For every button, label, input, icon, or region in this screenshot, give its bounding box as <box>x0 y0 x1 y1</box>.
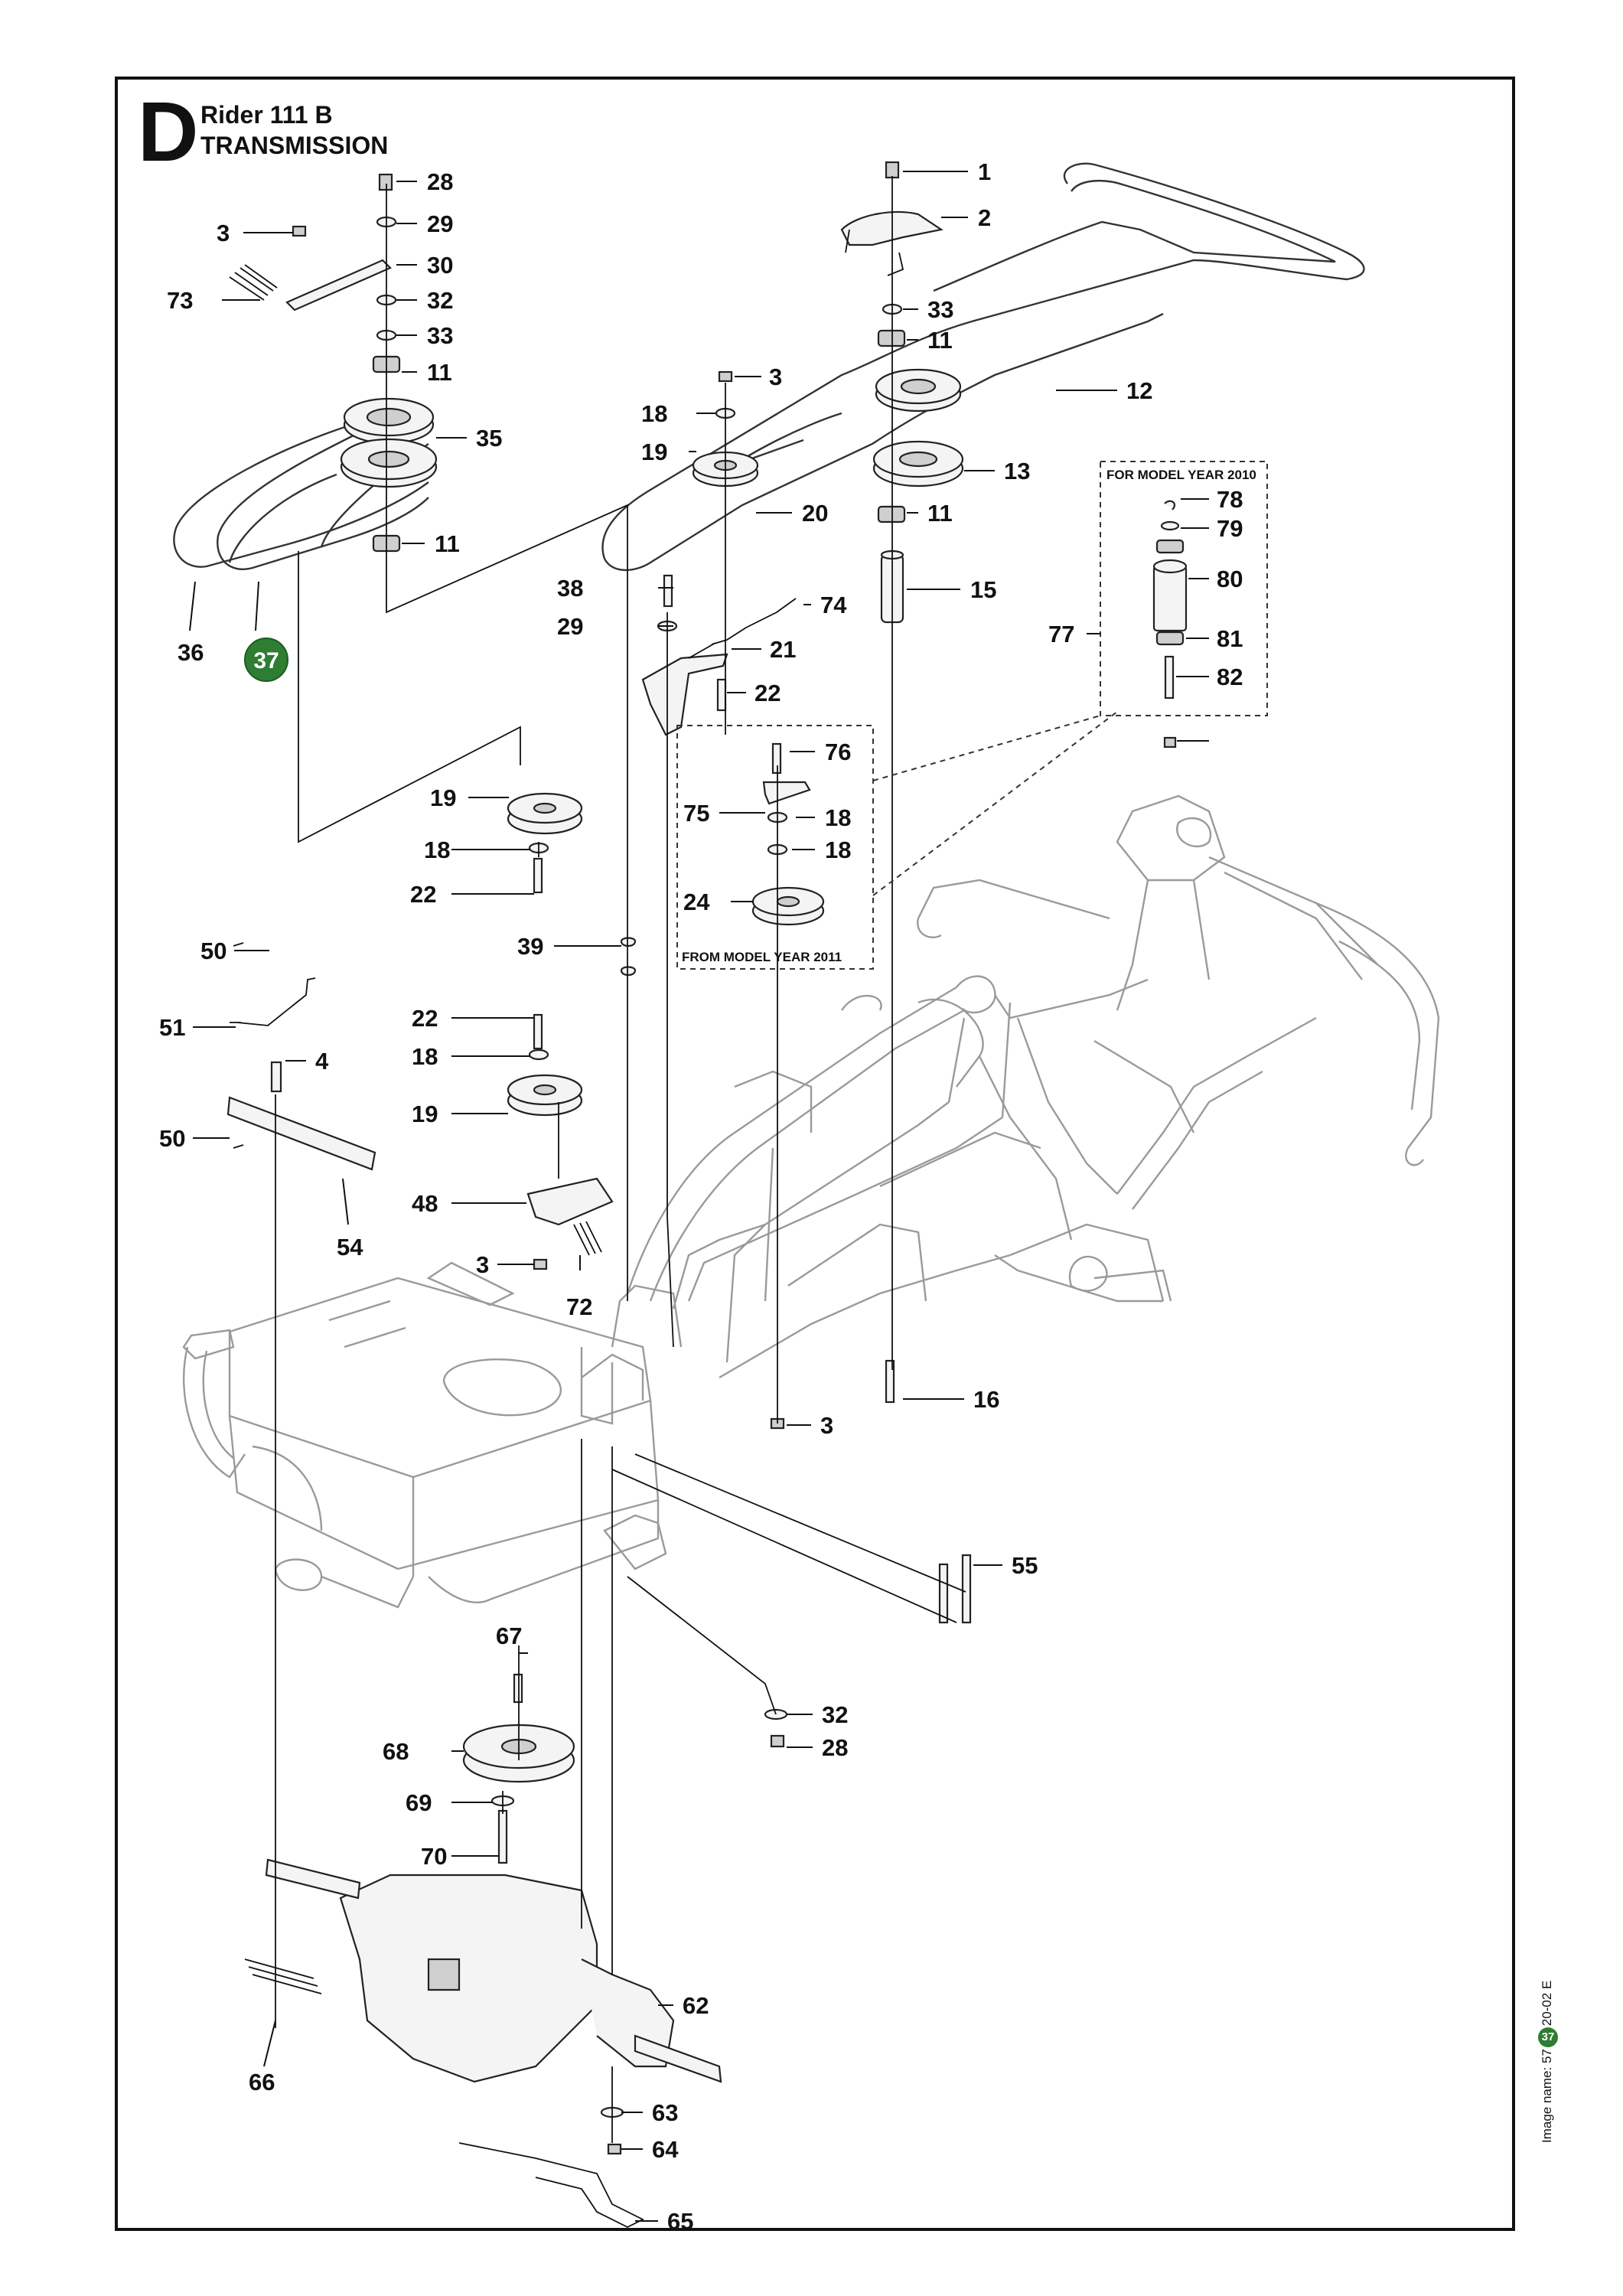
callout-73: 74 <box>820 592 847 618</box>
callout-28: 28 <box>427 168 453 195</box>
callout-65: 65 <box>667 2208 693 2235</box>
callout-19: 19 <box>412 1101 438 1127</box>
brackets-and-rods <box>227 210 943 2229</box>
callout-78: 79 <box>1217 515 1243 542</box>
section-letter: D <box>138 85 199 179</box>
callout-72: 73 <box>167 287 193 314</box>
callout-67: 67 <box>496 1623 522 1649</box>
callout-37: 37 <box>253 648 279 673</box>
callout-15: 15 <box>970 576 996 603</box>
callout-24: 24 <box>683 889 710 915</box>
callout-77: 78 <box>1217 486 1243 513</box>
callout-30: 30 <box>427 252 453 279</box>
callout-51: 51 <box>159 1014 185 1041</box>
callout-29: 29 <box>557 613 583 640</box>
callout-20: 20 <box>802 500 828 527</box>
callout-68: 68 <box>383 1738 409 1765</box>
callout-12: 12 <box>1126 377 1152 404</box>
callout-11: 11 <box>927 327 953 354</box>
chassis-frame <box>182 794 1440 1609</box>
callout-22: 22 <box>410 881 436 908</box>
leader-lines <box>189 171 1209 2222</box>
callout-50: 50 <box>200 938 227 964</box>
page-frame <box>115 77 1515 2231</box>
callout-19: 19 <box>641 439 667 465</box>
callout-22: 22 <box>754 680 781 706</box>
callout-16: 16 <box>973 1386 999 1413</box>
callout-48: 48 <box>412 1190 438 1217</box>
callout-50: 50 <box>159 1125 185 1152</box>
callout-33: 33 <box>927 296 953 323</box>
callout-21: 21 <box>770 636 796 663</box>
center-lines <box>275 176 966 2143</box>
callout-18: 18 <box>825 837 851 863</box>
callout-18: 18 <box>412 1043 438 1070</box>
callout-75: 76 <box>825 739 851 765</box>
callout-13: 13 <box>1004 458 1030 484</box>
callout-11: 11 <box>435 530 460 557</box>
callout-3: 3 <box>217 220 230 246</box>
callout-3: 3 <box>820 1412 833 1439</box>
callout-19: 19 <box>430 784 456 811</box>
callout-55: 55 <box>1012 1552 1038 1579</box>
callout-54: 54 <box>337 1234 363 1261</box>
callout-29: 29 <box>427 210 453 237</box>
callout-3: 3 <box>769 364 782 390</box>
model-title: Rider 111 B <box>200 101 333 129</box>
callout-74: 75 <box>683 800 709 827</box>
callout-70: 70 <box>421 1843 447 1870</box>
callout-79: 80 <box>1217 566 1243 592</box>
callout-18: 18 <box>641 400 667 427</box>
model-year-boxes: FOR MODEL YEAR 2010 FROM MODEL YEAR 2011 <box>676 461 1268 970</box>
callout-62: 62 <box>683 1992 709 2019</box>
pulleys <box>340 368 964 1936</box>
callout-3: 3 <box>476 1251 489 1278</box>
model-year-2010-note: FOR MODEL YEAR 2010 <box>1106 468 1256 482</box>
callout-80: 81 <box>1217 625 1243 652</box>
callout-66: 66 <box>249 2069 275 2095</box>
callout-63: 63 <box>652 2099 678 2126</box>
model-year-2010-box <box>1100 461 1268 716</box>
callout-numbers: 28 29 30 32 33 11 35 11 3 73 36 37 1 2 3… <box>159 158 1243 2235</box>
callout-36: 36 <box>178 639 204 666</box>
highlight-callout-37: 37 <box>244 638 288 682</box>
callout-4: 4 <box>315 1048 329 1075</box>
callout-32: 32 <box>427 287 453 314</box>
callout-64: 64 <box>652 2136 679 2163</box>
callout-33: 33 <box>427 322 453 349</box>
callout-76: 77 <box>1048 621 1074 647</box>
callout-38: 38 <box>557 575 583 602</box>
callout-18: 18 <box>825 804 851 831</box>
section-title: TRANSMISSION <box>200 132 389 159</box>
callout-69: 69 <box>406 1789 432 1816</box>
callout-2: 2 <box>978 204 991 231</box>
callout-28: 28 <box>822 1734 848 1761</box>
model-year-2011-box <box>676 725 874 970</box>
callout-11: 11 <box>427 359 452 386</box>
callout-22: 22 <box>412 1005 438 1032</box>
callout-11: 11 <box>927 500 953 527</box>
model-year-2011-note: FROM MODEL YEAR 2011 <box>682 950 842 964</box>
callout-81: 82 <box>1217 664 1243 690</box>
callout-35: 35 <box>476 425 502 452</box>
callout-71: 72 <box>566 1293 592 1320</box>
callout-39: 39 <box>517 933 543 960</box>
callout-1: 1 <box>978 158 991 185</box>
callout-18: 18 <box>424 837 450 863</box>
callout-32: 32 <box>822 1701 848 1728</box>
